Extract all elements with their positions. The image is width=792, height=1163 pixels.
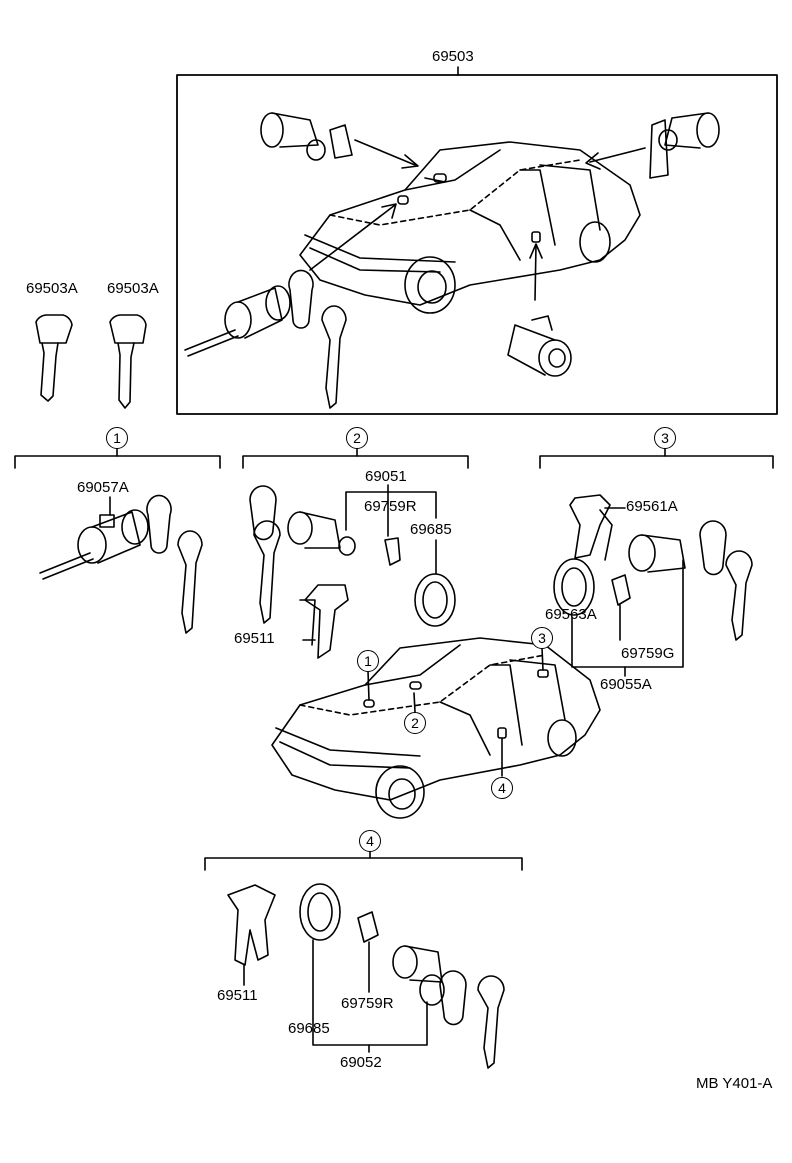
part-69052-label: 69052	[340, 1054, 382, 1071]
part-69759R-s4-label: 69759R	[341, 995, 394, 1012]
car-callout-2: 2	[404, 712, 426, 734]
car-callout-4: 4	[491, 777, 513, 799]
section-2-number: 2	[346, 427, 368, 449]
part-69051-label: 69051	[365, 468, 407, 485]
section-2-bracket	[242, 455, 469, 469]
part-69057A-label: 69057A	[77, 479, 129, 496]
key-right-label: 69503A	[107, 280, 159, 297]
section-4-bracket	[204, 857, 523, 871]
car-callout-3: 3	[531, 627, 553, 649]
door-lock-cylinder	[507, 315, 572, 377]
section-1-number: 1	[106, 427, 128, 449]
part-69759G-label: 69759G	[621, 645, 675, 662]
part-69561A-label: 69561A	[626, 498, 678, 515]
part-69511-label: 69511	[234, 630, 275, 647]
section-2-parts	[249, 484, 456, 659]
section-3-parts	[553, 494, 753, 677]
section-4-number: 4	[359, 830, 381, 852]
car-callout-1: 1	[357, 650, 379, 672]
assembly-car-illustration	[299, 139, 646, 314]
part-69759R-label: 69759R	[364, 498, 417, 515]
assembly-part-number: 69503	[432, 48, 474, 65]
key-right	[109, 314, 147, 409]
key-left	[35, 314, 73, 402]
part-69511-s4-label: 69511	[217, 987, 258, 1004]
ignition-cylinder-assembly	[184, 269, 347, 409]
part-69563A-label: 69563A	[545, 606, 597, 623]
key-left-label: 69503A	[26, 280, 78, 297]
assembly-frame	[176, 74, 778, 415]
diagram-code: MB Y401-A	[696, 1075, 773, 1092]
part-69685-label: 69685	[410, 521, 452, 538]
section-4-parts	[227, 883, 505, 1069]
part-69055A-label: 69055A	[600, 676, 652, 693]
trunk-lock-cylinder	[649, 112, 720, 179]
section-3-bracket	[539, 455, 774, 469]
part-69685-s4-label: 69685	[288, 1020, 330, 1037]
section-1-ignition-cylinder	[39, 494, 203, 634]
main-car-illustration	[271, 637, 601, 819]
section-3-number: 3	[654, 427, 676, 449]
hood-lock-cylinder	[260, 112, 353, 161]
section-1-bracket	[14, 455, 221, 469]
